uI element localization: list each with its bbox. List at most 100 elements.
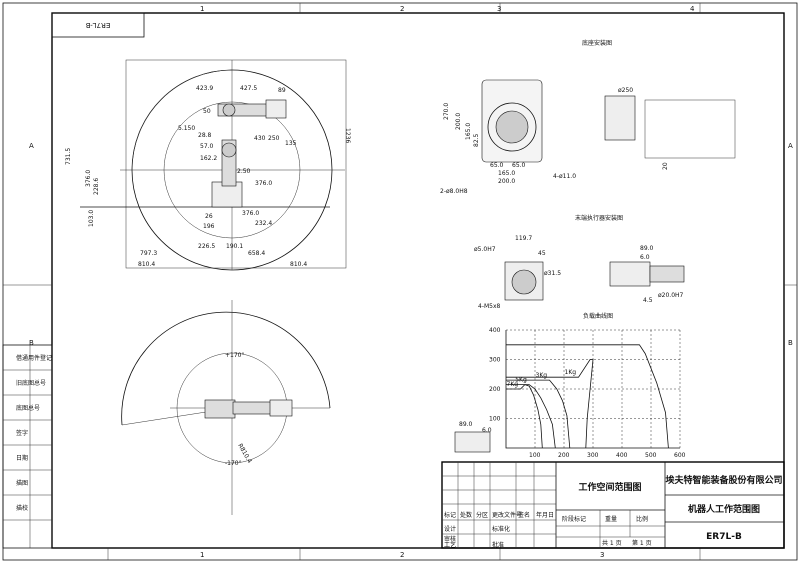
drawing-name: 工作空间范围图 [578,481,641,493]
chart-series-line-3 [506,359,594,449]
dim-28-8: 28.8 [198,132,212,139]
chart-tool-sketch: 89.0 6.0 [454,421,492,453]
stage-label: 阶段标记 [562,515,586,523]
col-number-4: 4 [690,5,695,13]
dim-65a: 65.0 [490,162,504,169]
chart-xtick: 200 [558,452,570,459]
dim-810-4-left: 810.4 [138,261,155,268]
top-view-workspace: +170° -170° R810.4 [121,300,331,515]
lt-r2-c1: 设计 [444,525,456,533]
dim-270: 270.0 [443,103,450,120]
dim-200: 200.0 [455,113,462,130]
side-view-workspace: 423.9 427.5 89 1236 731.5 376.0 228.6 10… [65,59,351,271]
dim-658-4: 658.4 [248,250,265,257]
chart-ytick: 100 [489,416,501,423]
dim-82-5: 82.5 [473,133,480,147]
dim-135: 135 [285,140,297,147]
dim-430: 430 [254,135,266,142]
dim-427-5: 427.5 [240,85,257,92]
chart-series-label-3: 1Kg [565,369,577,376]
lt-r1-c4: 更改文件号 [492,511,522,519]
dim-103: 103.0 [88,210,95,227]
chart-xtick: 600 [674,452,686,459]
chart-series-line-2 [506,379,571,449]
lt-r1-c3: 分区 [476,511,488,519]
phi250-label: ø250 [618,87,633,94]
company-name: 埃夫特智能装备股份有限公司 [665,474,782,486]
chart-series-label-1: 5Kg [515,377,527,384]
dim-6: 6.0 [640,254,650,261]
side-row-6: 描图 [16,479,28,487]
chart-xtick: 500 [645,452,657,459]
base-install-title: 底座安装图 [582,39,612,47]
flange-install-title: 末端执行器安装图 [575,214,623,222]
lt-r3-c1: 审核 [444,535,456,543]
dim-423-9: 423.9 [196,85,213,92]
chart-series-label-0: 7Kg [507,381,519,388]
angle-bottom: -170° [225,460,242,467]
side-row-2: 旧底图总号 [16,379,46,387]
side-strip-table: 借通用件登记 旧底图总号 底图总号 签字 日期 描图 描校 [2,344,53,549]
scale-label: 比例 [636,515,648,523]
chart-offset-6: 6.0 [482,427,492,434]
dim-810-4-right: 810.4 [290,261,307,268]
dim-2-50: 2.50 [237,168,251,175]
chart-ytick: 200 [489,386,501,393]
row-letter-b-r: B [788,339,793,347]
lt-r4-c4: 批准 [492,541,504,549]
dim-165: 165.0 [465,123,472,140]
side-row-4: 签字 [16,429,28,437]
corner-tag: ER7L-B [86,21,111,29]
chart-xtick: 300 [587,452,599,459]
dim-376-bottom: 376.0 [242,210,259,217]
col-number-2b: 2 [400,551,404,559]
corner-tag-box [51,12,145,38]
chart-ytick: 300 [489,357,501,364]
lt-r1-c1: 标记 [444,511,456,519]
dim-119-7: 119.7 [515,235,532,242]
dim-65b: 65.0 [512,162,526,169]
dim-89: 89 [278,87,286,94]
dim-phi5: ø5.0H7 [474,246,496,253]
pins-label: 2-ø8.0H8 [440,188,468,195]
dim-50: 50 [203,108,211,115]
holes-label: 4-ø11.0 [553,173,576,180]
dim-196: 196 [203,223,215,230]
dim-165b: 165.0 [498,170,515,177]
lt-r1-c5: 签名 [518,511,530,519]
dim-162-2: 162.2 [200,155,217,162]
dim-45: 45 [538,250,546,257]
dim-232-4: 232.4 [255,220,272,227]
robot-arm-top [204,399,293,419]
lt-r1-c6: 年月日 [536,511,554,519]
side-row-5: 日期 [16,454,28,462]
dim-228-6: 228.6 [93,178,100,195]
dim-4-5: 4.5 [643,297,653,304]
col-number-1b: 1 [200,551,204,559]
sheets-total: 共 1 页 [602,539,622,547]
chart-series-line-4 [506,344,669,449]
dim-190-1: 190.1 [226,243,243,250]
dim-20: 20 [662,162,669,170]
side-row-1: 借通用件登记 [16,354,52,362]
dim-250: 250 [268,135,280,142]
row-letter-b: B [29,339,34,347]
dim-797-3: 797.3 [140,250,157,257]
dim-1236: 1236 [344,128,351,143]
chart-xtick: 100 [529,452,541,459]
row-letter-a: A [29,142,34,150]
flange-install-view: 末端执行器安装图 119.7 45 ø5.0H7 ø31.5 4-M5x8 89… [474,214,685,310]
col-number-3: 3 [497,5,501,13]
col-number-3b: 3 [600,551,604,559]
chart-title: 负载曲线图 [583,312,613,320]
dim-phi20: ø20.0H7 [658,292,684,299]
dim-200b: 200.0 [498,178,515,185]
dim-26: 26 [205,213,213,220]
top-reach-arc [121,311,331,426]
col-number-2: 2 [400,5,404,13]
side-row-7: 描校 [16,504,28,512]
lt-r4-c1: 工艺 [444,541,456,549]
